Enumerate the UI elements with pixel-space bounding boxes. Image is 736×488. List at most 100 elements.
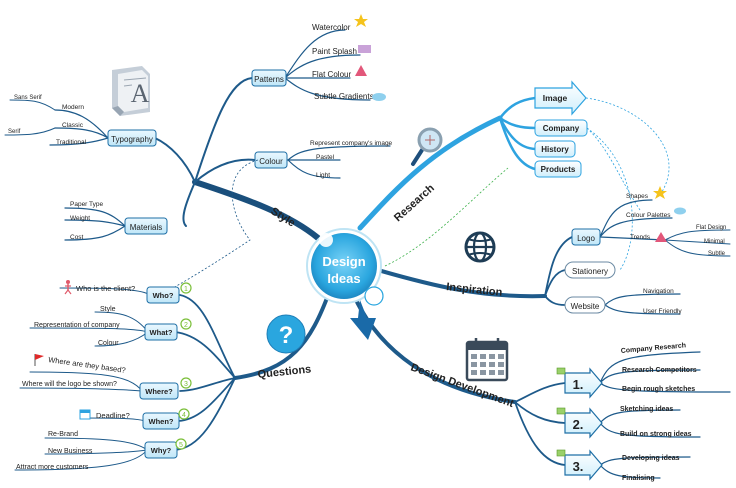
what-label: What? bbox=[150, 328, 173, 337]
build-text: Build on strong ideas bbox=[620, 431, 692, 438]
when-node[interactable] bbox=[142, 412, 180, 430]
palettes-text: Colour Palettes bbox=[626, 212, 671, 219]
trends-text: Trends bbox=[630, 234, 651, 241]
inspiration-branch: Logo Stationery Website Shapes Colour Pa… bbox=[446, 186, 731, 315]
traditional-text: Traditional bbox=[56, 139, 87, 146]
what-node[interactable] bbox=[144, 323, 178, 341]
center-circle bbox=[311, 233, 377, 299]
deadline-text: Deadline? bbox=[96, 411, 130, 420]
image-shapes-link bbox=[585, 97, 670, 196]
colour-line bbox=[194, 158, 256, 183]
step2-node[interactable] bbox=[564, 407, 603, 439]
style-branch: Patterns Colour Typography Materials Wat… bbox=[4, 14, 393, 241]
cost-line bbox=[64, 225, 126, 241]
traditional-line bbox=[49, 137, 109, 146]
center-bubble-2 bbox=[364, 286, 384, 306]
competitors-line bbox=[599, 369, 701, 384]
when-label: When? bbox=[149, 417, 174, 426]
why-node[interactable] bbox=[144, 441, 178, 459]
flat-colour-text: Flat Colour bbox=[312, 70, 351, 79]
magnifier-icon bbox=[411, 127, 443, 166]
company-line bbox=[498, 116, 537, 130]
who-client-line bbox=[59, 287, 151, 296]
rep-text: Representation of company bbox=[34, 322, 120, 329]
step3-label: 3. bbox=[573, 459, 584, 474]
trends-line bbox=[599, 236, 666, 241]
what-line bbox=[174, 331, 236, 379]
calendar-small-icon bbox=[79, 409, 91, 420]
logo-node[interactable] bbox=[571, 228, 601, 246]
center-research-link bbox=[384, 167, 509, 267]
flag-icon bbox=[34, 354, 44, 366]
paint-splash-line bbox=[284, 54, 361, 79]
navigation-line bbox=[604, 293, 681, 306]
build-line bbox=[599, 422, 701, 438]
where-node[interactable] bbox=[139, 382, 179, 400]
stationery-label: Stationery bbox=[572, 267, 608, 276]
questions-branch: Who? What? Where? When? Why? 1 2 3 4 5 W… bbox=[14, 280, 312, 471]
image-node[interactable] bbox=[534, 80, 587, 116]
company-palettes-link bbox=[586, 127, 641, 211]
step1-node[interactable] bbox=[564, 367, 603, 399]
cost-text: Cost bbox=[70, 234, 84, 241]
rebrand-line bbox=[44, 437, 148, 451]
newbiz-line bbox=[44, 449, 148, 455]
typography-label: Typography bbox=[111, 135, 153, 144]
style-q-text: Style bbox=[100, 306, 116, 313]
subtle-line bbox=[664, 239, 731, 257]
watercolor-line bbox=[284, 29, 346, 79]
typography-node[interactable] bbox=[107, 129, 157, 147]
classic-line bbox=[54, 127, 109, 139]
history-node[interactable] bbox=[534, 140, 576, 158]
serif-line bbox=[4, 127, 56, 136]
shown-line bbox=[19, 387, 143, 392]
developing-text: Developing ideas bbox=[622, 455, 680, 462]
newbiz-text: New Business bbox=[48, 448, 93, 455]
center-node[interactable]: Design Ideas bbox=[306, 228, 384, 306]
step3-node[interactable] bbox=[564, 449, 603, 481]
products-node[interactable] bbox=[534, 160, 582, 178]
rebrand-text: Re-Brand bbox=[48, 431, 78, 438]
user-friendly-text: User Friendly bbox=[643, 308, 682, 315]
badge-4-text: 4 bbox=[182, 412, 186, 419]
branch-style-line bbox=[192, 179, 321, 241]
company-research-line bbox=[599, 351, 701, 384]
materials-line bbox=[182, 181, 196, 227]
stationery-node[interactable] bbox=[564, 261, 616, 279]
pastel-text: Pastel bbox=[316, 154, 335, 161]
logo-line bbox=[544, 236, 573, 297]
patterns-label: Patterns bbox=[254, 75, 284, 84]
materials-node[interactable] bbox=[124, 217, 168, 235]
star-icon bbox=[354, 14, 368, 27]
colour-node[interactable] bbox=[254, 151, 288, 169]
sketching-line bbox=[599, 409, 681, 424]
palettes-line bbox=[599, 217, 673, 238]
person-icon bbox=[64, 280, 72, 295]
developing-line bbox=[599, 456, 691, 466]
calendar-icon bbox=[465, 338, 509, 382]
blue-ellipse-icon bbox=[372, 93, 386, 101]
shapes-line bbox=[599, 199, 653, 238]
competitors-text: Research Competitors bbox=[622, 367, 697, 374]
style-branch-label: Style bbox=[268, 205, 297, 229]
classic-text: Classic bbox=[62, 122, 84, 129]
attract-line bbox=[14, 449, 148, 471]
history-label: History bbox=[541, 145, 569, 154]
ellipse-icon-logo bbox=[674, 207, 686, 215]
colour-label: Colour bbox=[259, 157, 283, 166]
serif-text: Serif bbox=[8, 129, 21, 135]
who-node[interactable] bbox=[146, 286, 180, 304]
step2-label: 2. bbox=[573, 417, 584, 432]
sans-serif-text: Sans Serif bbox=[14, 95, 42, 101]
main-branches bbox=[192, 115, 547, 404]
subtle-text: Subtle bbox=[708, 251, 726, 257]
logo-label: Logo bbox=[577, 234, 595, 243]
when-line bbox=[177, 377, 236, 422]
patterns-node[interactable] bbox=[251, 69, 287, 87]
purple-rect-icon bbox=[358, 45, 371, 53]
based-line bbox=[29, 371, 143, 392]
typography-line bbox=[154, 137, 196, 183]
website-node[interactable] bbox=[564, 296, 606, 314]
materials-label: Materials bbox=[130, 223, 162, 232]
